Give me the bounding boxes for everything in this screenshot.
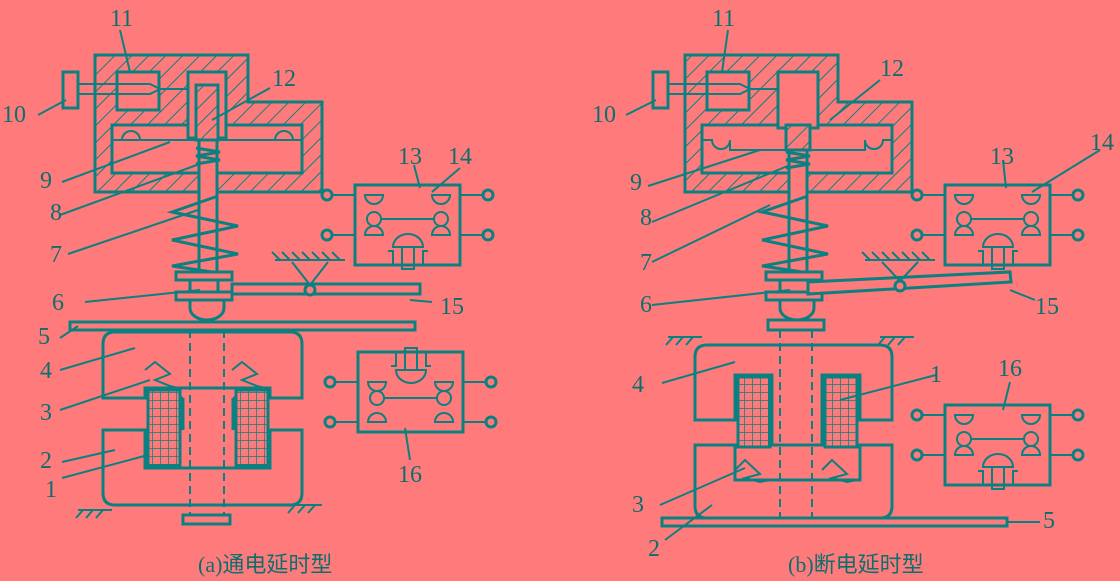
label-4: 4 bbox=[40, 358, 52, 384]
label-9: 9 bbox=[40, 168, 52, 194]
label-12: 12 bbox=[272, 66, 296, 92]
release-spring bbox=[734, 458, 858, 484]
label-16: 16 bbox=[998, 356, 1022, 382]
adjust-cavity bbox=[115, 70, 161, 112]
instant-contact-16 bbox=[910, 403, 1085, 491]
label-5: 5 bbox=[1043, 508, 1055, 534]
label-11: 11 bbox=[712, 6, 735, 32]
ground-hatch bbox=[75, 504, 322, 519]
coil-left bbox=[146, 388, 182, 468]
label-2: 2 bbox=[648, 536, 660, 562]
reaction-plate bbox=[68, 320, 417, 332]
caption-a: (a)通电延时型 bbox=[198, 552, 332, 577]
reaction-plate bbox=[660, 516, 1009, 528]
label-2: 2 bbox=[40, 448, 52, 474]
iron-core bbox=[693, 443, 894, 520]
label-15: 15 bbox=[1035, 294, 1059, 320]
diagram-b-off-delay: 1 2 3 4 5 6 7 8 9 10 11 12 13 14 15 16 (… bbox=[592, 6, 1114, 577]
label-13: 13 bbox=[990, 144, 1014, 170]
caption-b: (b)断电延时型 bbox=[788, 552, 924, 577]
coil-left bbox=[736, 375, 772, 449]
coil-right bbox=[234, 388, 270, 468]
armature bbox=[693, 343, 894, 447]
label-15: 15 bbox=[440, 294, 464, 320]
label-3: 3 bbox=[632, 492, 644, 518]
adjust-screw-head bbox=[61, 70, 80, 110]
label-1: 1 bbox=[930, 362, 942, 388]
tower-spring bbox=[166, 194, 239, 274]
lever-15 bbox=[806, 270, 1013, 296]
label-4: 4 bbox=[632, 372, 644, 398]
label-10: 10 bbox=[2, 102, 26, 128]
piston bbox=[194, 83, 220, 142]
iron-core bbox=[101, 428, 304, 507]
adjust-screw-head bbox=[651, 70, 670, 110]
lever-15 bbox=[230, 282, 422, 296]
delay-contact-13 bbox=[910, 183, 1085, 271]
label-16: 16 bbox=[398, 462, 422, 488]
label-12: 12 bbox=[880, 56, 904, 82]
label-13: 13 bbox=[398, 144, 422, 170]
label-14: 14 bbox=[1090, 130, 1114, 156]
label-10: 10 bbox=[592, 102, 616, 128]
label-3: 3 bbox=[40, 400, 52, 426]
label-8: 8 bbox=[640, 205, 652, 231]
adjust-screw-needle bbox=[78, 83, 188, 95]
label-7: 7 bbox=[50, 242, 62, 268]
release-spring bbox=[144, 360, 266, 389]
label-5: 5 bbox=[38, 324, 50, 350]
small-spring bbox=[195, 146, 221, 166]
label-6: 6 bbox=[52, 290, 64, 316]
label-7: 7 bbox=[640, 250, 652, 276]
label-8: 8 bbox=[50, 200, 62, 226]
tower-spring bbox=[756, 194, 829, 274]
label-1: 1 bbox=[45, 477, 57, 503]
label-11: 11 bbox=[110, 6, 133, 32]
label-9: 9 bbox=[630, 170, 642, 196]
piston bbox=[784, 123, 812, 152]
coil-right bbox=[823, 375, 859, 449]
delay-contact-13 bbox=[320, 183, 495, 271]
armature-head bbox=[188, 298, 226, 322]
label-6: 6 bbox=[640, 292, 652, 318]
piston-cavity bbox=[776, 70, 820, 130]
label-14: 14 bbox=[448, 144, 472, 170]
instant-contact-16 bbox=[323, 346, 498, 434]
diagram-a-on-delay: 1 2 3 4 5 6 7 8 9 10 11 12 13 14 15 16 (… bbox=[2, 6, 498, 577]
armature bbox=[101, 330, 304, 400]
